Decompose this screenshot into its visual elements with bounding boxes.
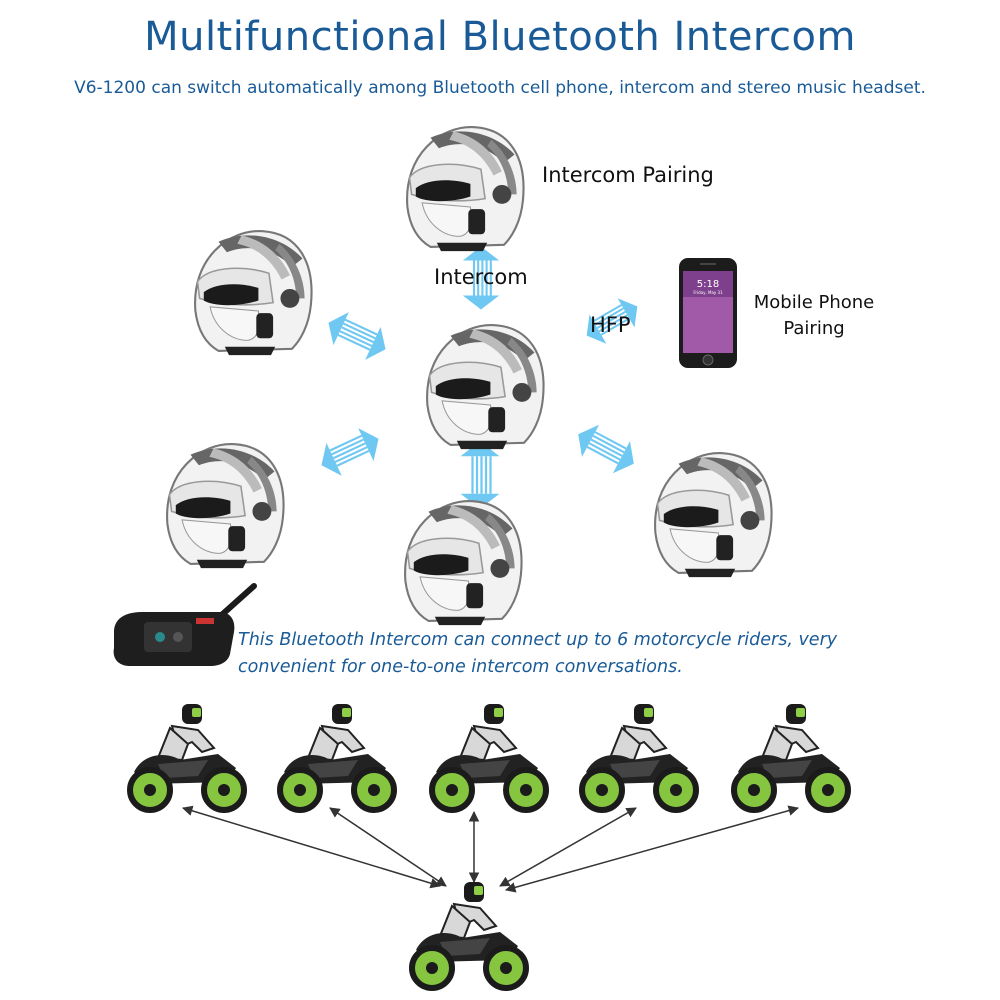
page-title: Multifunctional Bluetooth Intercom	[144, 14, 856, 60]
motorcycle-rider-icon	[734, 704, 848, 810]
mobile-phone-label-line2: Pairing	[783, 318, 845, 339]
motorcycle-rider-icon	[432, 704, 546, 810]
helmet-icon	[654, 452, 773, 579]
helmet-icon	[426, 324, 545, 451]
description: This Bluetooth Intercom can connect up t…	[238, 627, 938, 681]
hfp-label: HFP	[590, 313, 631, 337]
double-arrow-icon	[459, 440, 501, 510]
intercom-label: Intercom	[434, 265, 528, 289]
helmet-icon	[404, 500, 523, 627]
description-line1: This Bluetooth Intercom can connect up t…	[238, 630, 838, 650]
mobile-phone-pairing-label: Mobile Phone Pairing	[744, 290, 884, 342]
double-arrow-icon	[312, 421, 388, 483]
connection-line	[329, 807, 447, 887]
mobile-phone-label-line1: Mobile Phone	[753, 292, 875, 313]
motorcycle-rider-icon	[280, 704, 394, 810]
phone-date: Friday, May 31	[693, 290, 723, 295]
description-line2: convenient for one-to-one intercom conve…	[238, 657, 683, 677]
double-arrow-icon	[568, 417, 644, 481]
intercom-device-icon	[113, 583, 257, 666]
page-subtitle: V6-1200 can switch automatically among B…	[74, 78, 926, 98]
double-arrow-icon	[319, 305, 395, 367]
motorcycle-network-diagram	[0, 700, 1000, 1000]
intercom-pairing-label: Intercom Pairing	[542, 163, 714, 187]
smartphone-icon: 5:18 Friday, May 31	[679, 258, 737, 368]
motorcycle-rider-icon	[130, 704, 244, 810]
helmet-icon	[406, 126, 525, 253]
motorcycle-rider-icon	[412, 882, 526, 988]
connection-line	[181, 805, 442, 889]
connection-line	[504, 805, 800, 893]
motorcycle-rider-icon	[582, 704, 696, 810]
phone-time: 5:18	[697, 279, 719, 290]
helmet-icon	[194, 230, 313, 357]
connection-line	[499, 807, 637, 887]
helmet-icon	[166, 443, 285, 570]
